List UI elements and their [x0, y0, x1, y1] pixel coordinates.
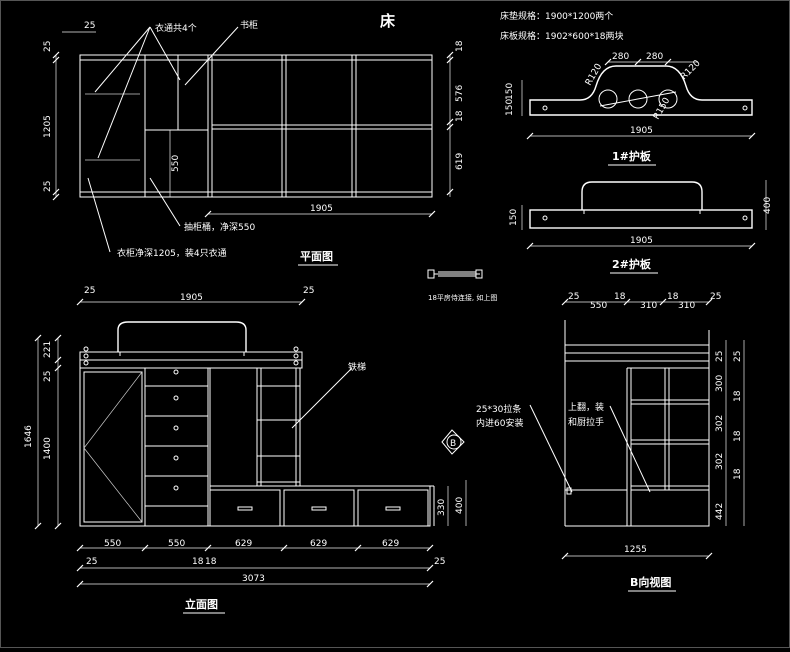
ladder-label: 铁梯: [348, 361, 366, 373]
section-marker: [441, 429, 465, 455]
dim-plan-right-576: 576: [455, 85, 465, 102]
dim-elev-b25a: 25: [86, 557, 97, 567]
elev-guard-rail: [117, 321, 247, 352]
side-view-title: B向视图: [630, 575, 671, 589]
side-rail-leader: [529, 404, 573, 493]
dim-guard2-1905: 1905: [630, 236, 653, 246]
dim-side-t18b: 18: [667, 292, 679, 302]
dim-guard1-150a: 150: [505, 83, 515, 100]
section-mark-label: B: [450, 439, 456, 449]
dim-plan-drawer-550: 550: [171, 155, 181, 172]
dim-elev-330: 330: [437, 499, 447, 516]
dim-elev-550b: 550: [168, 539, 185, 549]
dim-side-1255: 1255: [624, 545, 647, 555]
dim-side-r442: 442: [715, 503, 725, 520]
dim-side-t18a: 18: [614, 292, 626, 302]
elevation-view: 铁梯 B 25 1905 25 221 25 1646 1400 330 400: [24, 286, 467, 614]
guard-2-title: 2#护板: [612, 257, 652, 271]
callout-flip-line1: 上翻，装: [568, 401, 604, 413]
drawing-title: 床: [380, 12, 396, 30]
dim-side-r25a: 25: [715, 351, 725, 362]
dim-elev-629a: 629: [235, 539, 252, 549]
dim-side-r25b: 25: [733, 351, 743, 362]
guard-1-hole-left: [598, 89, 618, 109]
dim-guard1-280a: 280: [612, 52, 629, 62]
side-flip-leader: [609, 405, 651, 493]
dim-elev-b25b: 25: [434, 557, 445, 567]
dim-elev-1400: 1400: [43, 437, 53, 460]
plan-view: 衣通共4个 书柜 抽柜桶，净深550 衣柜净深1205，装4只衣通 平面图 25…: [43, 19, 465, 266]
dim-plan-left-1205: 1205: [43, 115, 53, 138]
dim-plan-1905: 1905: [310, 204, 333, 214]
guard-1-hole-right: [658, 89, 678, 109]
dim-plan-top-25: 25: [84, 21, 95, 31]
board-spec: 床板规格：1902*600*18两块: [500, 30, 624, 42]
dim-side-t550: 550: [590, 301, 607, 311]
dim-side-r300: 300: [715, 375, 725, 392]
dim-side-t310a: 310: [640, 301, 657, 311]
callout-rail-line1: 25*30拉条: [476, 403, 521, 415]
bolt-detail: 18平房侍连接, 如上图: [427, 269, 497, 302]
callout-flip-line2: 和厨拉手: [568, 416, 604, 428]
dim-guard1-r150: R150: [652, 96, 673, 122]
dim-elev-629c: 629: [382, 539, 399, 549]
mattress-spec: 床垫规格：1900*1200两个: [500, 10, 613, 22]
dim-elev-top-1905: 1905: [180, 293, 203, 303]
guard-board-2: 150 400 1905 2#护板: [509, 180, 773, 274]
callout-drawer-depth: 抽柜桶，净深550: [184, 221, 255, 233]
dim-elev-550a: 550: [104, 539, 121, 549]
dim-plan-right-619: 619: [455, 153, 465, 170]
side-bed-deck: [564, 344, 710, 354]
callout-rail-line2: 内进60安装: [476, 417, 523, 429]
guard-2-board: [529, 209, 753, 229]
dim-elev-b18b: 18: [205, 557, 217, 567]
guard-2-handrail: [581, 181, 703, 210]
dim-elev-400: 400: [455, 497, 465, 514]
dim-guard1-150b: 150: [505, 99, 515, 116]
dim-elev-25: 25: [43, 371, 53, 382]
dim-side-r18c: 18: [733, 468, 743, 480]
dim-guard2-400: 400: [763, 197, 773, 214]
dim-guard2-150: 150: [509, 209, 519, 226]
elev-wardrobe-door: [83, 371, 143, 523]
elevation-view-title: 立面图: [185, 597, 218, 611]
dim-side-t25a: 25: [568, 292, 579, 302]
plan-view-title: 平面图: [300, 250, 333, 263]
guard-1-title: 1#护板: [612, 149, 652, 163]
dim-plan-left-25-bot: 25: [43, 181, 53, 192]
dim-plan-right-18-top: 18: [455, 40, 465, 52]
dim-elev-629b: 629: [310, 539, 327, 549]
elev-lower-drawers: [209, 485, 431, 527]
dim-guard1-1905: 1905: [630, 126, 653, 136]
dim-elev-b18a: 18: [192, 557, 204, 567]
dim-side-r302b: 302: [715, 453, 725, 470]
plan-outline: [79, 54, 433, 198]
dim-elev-top-25b: 25: [303, 286, 314, 296]
dim-elev-3073: 3073: [242, 574, 265, 584]
callout-wardrobe-depth: 衣柜净深1205，装4只衣通: [117, 247, 227, 259]
side-view-b: 25*30拉条 内进60安装 上翻，装 和厨拉手 25 550 18 310 1…: [476, 292, 745, 592]
dim-side-r18b: 18: [733, 430, 743, 442]
dim-plan-left-25-top: 25: [43, 41, 53, 52]
dim-elev-221: 221: [43, 341, 53, 358]
dim-side-t25b: 25: [710, 292, 721, 302]
guard-1-hole-mid: [628, 89, 648, 109]
dim-side-r18a: 18: [733, 390, 743, 402]
callout-bookcase: 书柜: [240, 19, 258, 31]
dim-guard1-280b: 280: [646, 52, 663, 62]
elev-bed-deck: [79, 351, 303, 361]
guard-board-1: 280 280 R120 R120 R150 150 150 1905 1#护板: [505, 52, 756, 166]
guard-1-outline: [529, 65, 753, 116]
callout-wardrobe-rods: 衣通共4个: [155, 22, 197, 34]
bolt-note: 18平房侍连接, 如上图: [428, 293, 497, 302]
dim-side-r302a: 302: [715, 415, 725, 432]
dim-elev-1646: 1646: [24, 425, 34, 448]
dim-side-t310b: 310: [678, 301, 695, 311]
dim-elev-top-25a: 25: [84, 286, 95, 296]
dim-plan-right-18-mid: 18: [455, 110, 465, 122]
